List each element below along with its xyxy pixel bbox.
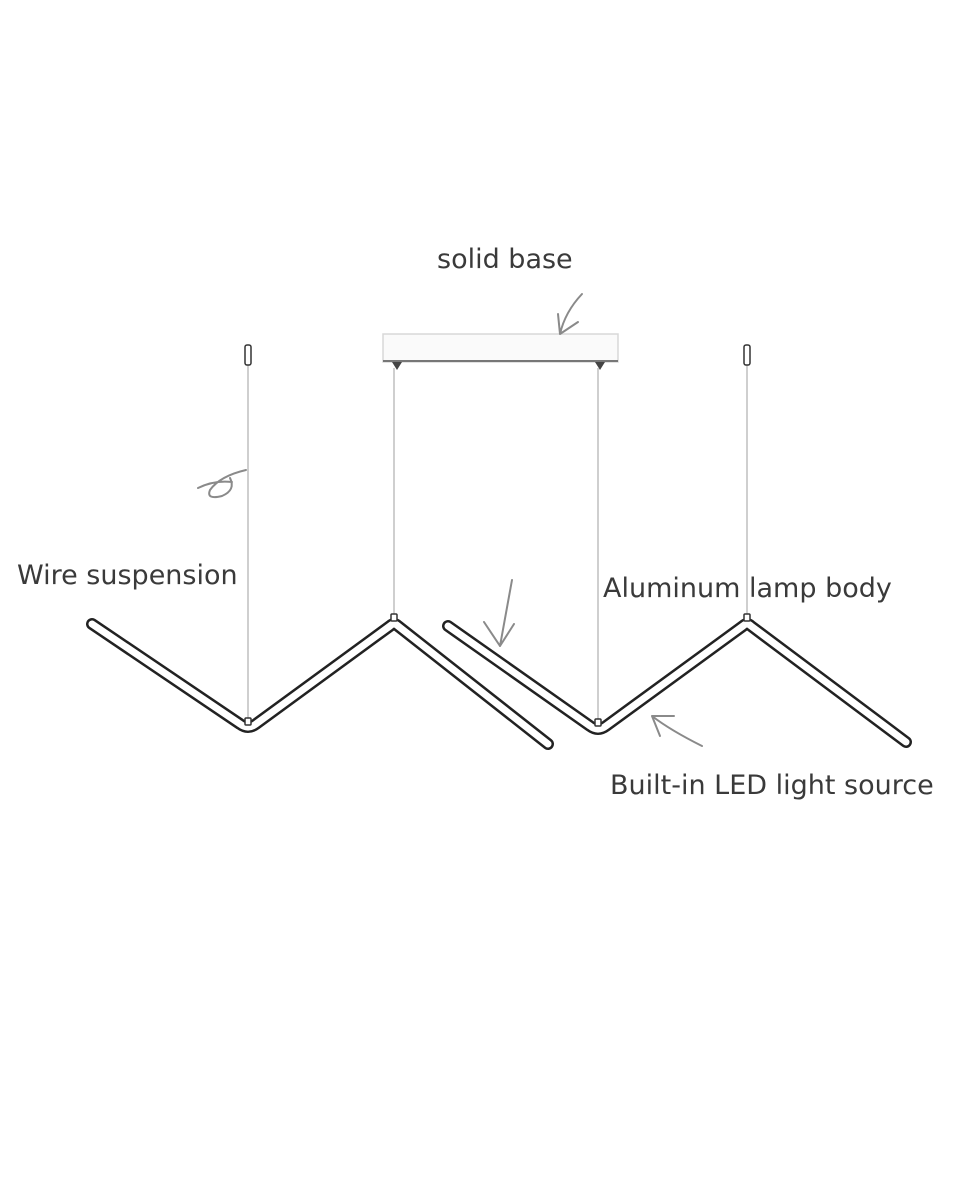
- connector-icon: [595, 362, 605, 370]
- lamp-bodies: [86, 613, 912, 750]
- label-aluminum-lamp-body: Aluminum lamp body: [603, 573, 892, 604]
- anchor-icon: [743, 344, 751, 366]
- arrow-wire-icon: [197, 469, 247, 499]
- label-wire-suspension: Wire suspension: [17, 560, 238, 591]
- suspension-wires: [247, 365, 748, 722]
- arrow-base-icon: [557, 293, 583, 335]
- connector-icon: [392, 362, 402, 370]
- ceiling-anchors: [244, 344, 751, 366]
- solid-base: [382, 333, 619, 370]
- pointer-arrows: [197, 293, 703, 747]
- arrow-body-icon: [483, 579, 515, 647]
- label-led-light-source: Built-in LED light source: [610, 770, 934, 801]
- label-solid-base: solid base: [437, 244, 573, 275]
- arrow-led-icon: [651, 715, 703, 747]
- anchor-icon: [244, 344, 252, 366]
